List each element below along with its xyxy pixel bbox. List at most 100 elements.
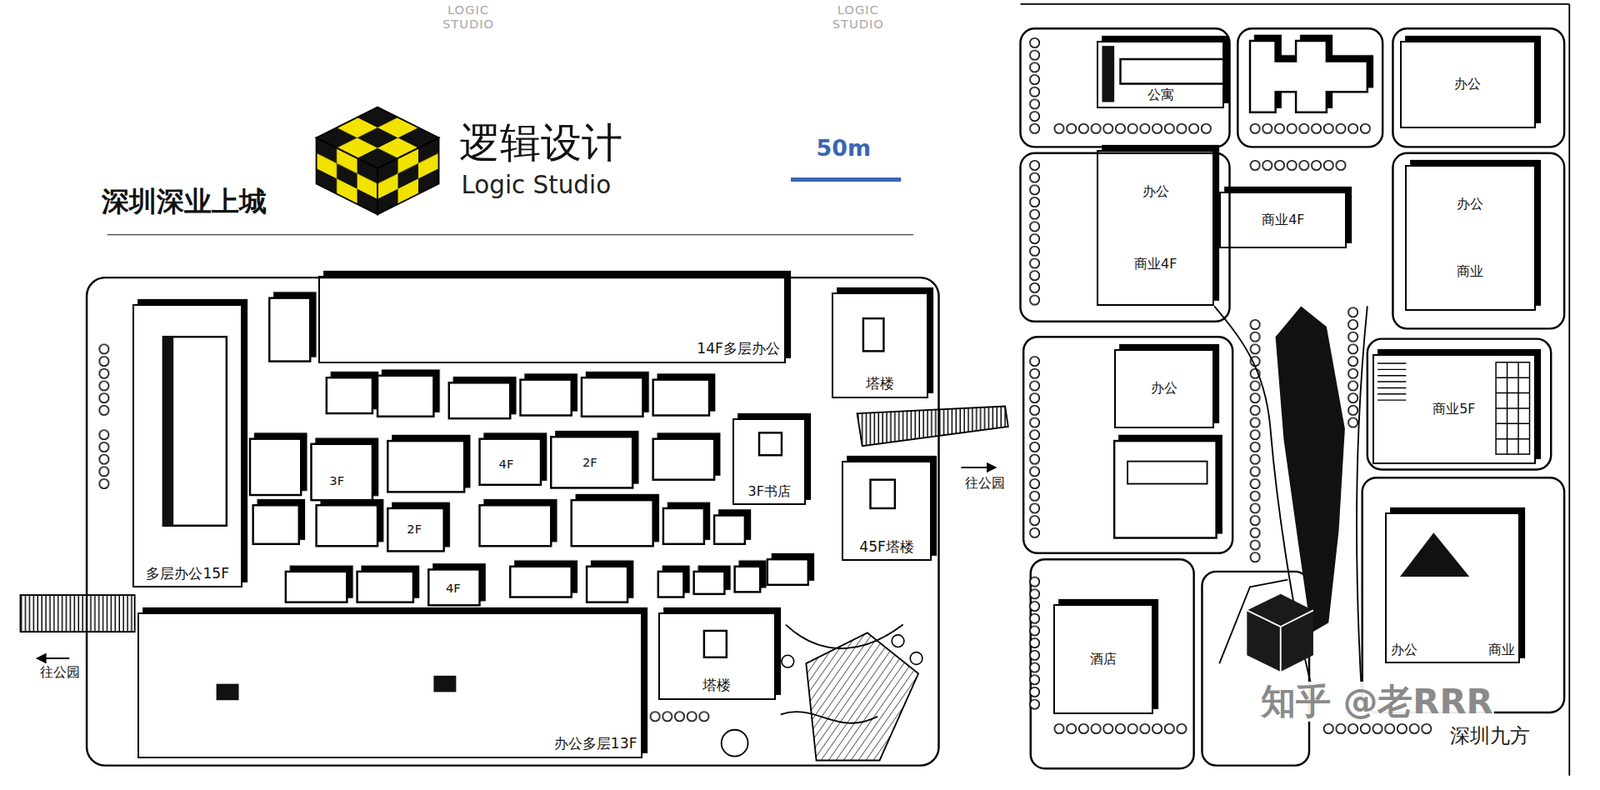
building-label: 45F塔楼 [859,539,915,556]
sketch-rect [735,566,761,593]
sketch-path [780,711,878,724]
title-rule [107,234,914,235]
sketch-line [1568,4,1570,776]
sketch-path [1377,363,1406,400]
sketch-rect [1392,28,1565,147]
sketch-rect [1237,28,1383,147]
sketch-path [1495,362,1530,455]
sketch-rect [571,500,654,546]
map-label: 往公园 [964,475,1006,491]
sketch-rect [510,566,571,598]
map-label: 50m [816,135,872,162]
sketch-circle [891,635,905,648]
site-right [1020,4,1570,776]
building-label: 办公 [1454,76,1481,92]
map-label: 往公园 [39,665,81,680]
building-label: 商业4F [1261,212,1305,228]
sketch-rect [1249,122,1372,135]
sketch-rect [1028,36,1041,135]
sketch-line [36,657,70,660]
sketch-polygon [1400,532,1470,577]
sketch-rect [581,377,643,417]
building-block: 45F塔楼 [841,460,932,561]
building-label: 塔楼 [702,677,731,695]
building-block: 酒店 [1053,604,1154,715]
sketch-rect [1020,28,1230,147]
sketch-rect [1020,153,1230,322]
low-rise-blocks [250,298,809,606]
building-block: 商业4F [1219,191,1347,248]
courtyard-line [1127,461,1208,485]
sketch-rect [1362,477,1565,713]
sketch-rect [767,559,809,585]
building-block: 办公 [1400,40,1536,129]
building-block: 办公 [1114,349,1215,430]
building-label: 商业5F [1432,401,1475,417]
sketch-rect [863,318,884,351]
building-label: 办公 [1142,184,1170,200]
sketch-polygon [377,137,439,215]
map-label: 知乎 @老RRR [1260,681,1494,722]
building-label: 办公 [1150,380,1178,396]
sketch-rect [253,505,300,545]
sketch-rect [1028,355,1041,539]
sketch-rect [98,428,111,490]
building-block: 办公商业4F [1096,150,1215,306]
sketch-rect [310,444,372,500]
sketch-rect [550,436,633,488]
sketch-rect [377,375,434,417]
building-block: 办公多层13F [137,612,643,759]
building-block: 办公商业 [1405,165,1536,311]
map-label: Logic Studio [460,171,611,200]
sketch-rect [433,675,456,693]
sketch-rect [658,571,685,598]
sketch-rect [1030,559,1195,769]
sketch-rect [163,336,227,526]
sketch-rect [316,505,378,546]
sketch-rect [1053,122,1213,135]
sketch-rect [269,298,310,362]
building-block: 商业5F [1372,354,1536,465]
sketch-rect [1114,440,1216,538]
sketch-rect [1249,159,1348,172]
sketch-rect [20,595,135,632]
sketch-rect [285,571,347,603]
building-label: 3F书店 [748,484,791,500]
sketch-rect [759,432,782,455]
sketch-circle [910,652,923,665]
sketch-rect [694,571,725,595]
building-label: 14F多层办公 [696,340,780,358]
building-label: 酒店 [1090,651,1117,667]
sketch-rect [1028,159,1041,306]
sketch-rect [250,439,301,495]
map-label: 4F [445,581,462,596]
building-label: 公寓 [1147,87,1175,103]
sketch-polygon [805,632,919,760]
map-label: 逻辑设计 [459,120,623,167]
sketch-polygon [857,405,1009,446]
building-block: 办公商业 [1385,512,1521,664]
sketch-rect [1249,318,1262,564]
sketch-rect [520,380,571,416]
sketch-rect [586,566,628,603]
sketch-rect [1023,336,1233,554]
sketch-rect [216,684,240,701]
sketch-rect [704,630,727,658]
building-block: 多层办公15F [132,304,243,588]
sketch-rect [870,480,895,509]
map-label: 深圳九方 [1449,724,1531,748]
site-left [20,277,1008,765]
watermark: LOGIC STUDIO [436,3,500,32]
sketch-path [1356,305,1368,705]
sketch-rect [428,569,480,605]
sketch-rect [714,515,745,545]
map-label: 2F [405,522,423,537]
sketch-rect [1053,722,1189,735]
map-label: 2F [581,455,599,470]
scale-bar [790,177,901,182]
building-label: 商业4F [1134,256,1177,272]
sketch-line [960,466,996,469]
sketch-rect [1101,45,1115,102]
sketch-path [1120,59,1222,84]
